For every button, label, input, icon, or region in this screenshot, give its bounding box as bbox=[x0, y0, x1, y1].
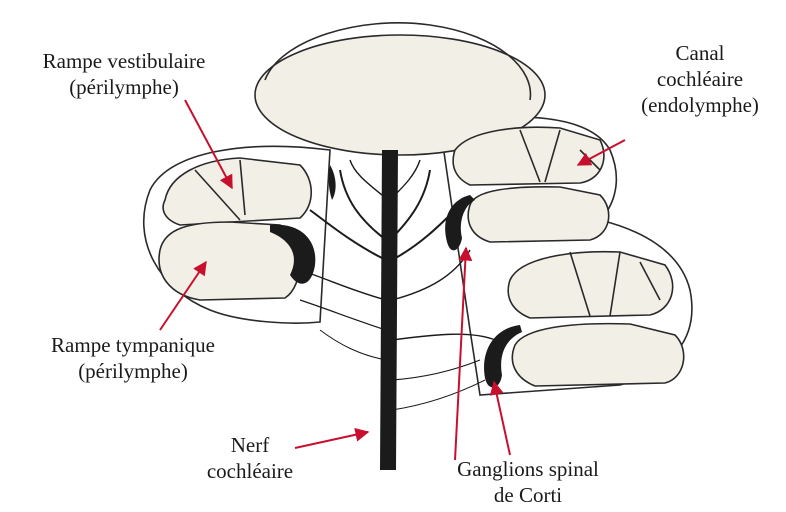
nerve-trunk bbox=[388, 150, 390, 470]
label-ganglions-line1: Ganglions spinal bbox=[428, 456, 628, 482]
label-rampe-vestibulaire-line1: Rampe vestibulaire bbox=[4, 48, 244, 74]
label-rampe-tympanique-line2: (périlymphe) bbox=[8, 358, 258, 384]
right-lower-scala-tympani bbox=[512, 324, 683, 386]
left-scala-vestibuli bbox=[163, 158, 311, 225]
label-rampe-tympanique: Rampe tympanique (périlymphe) bbox=[8, 332, 258, 384]
right-scala-tympani bbox=[468, 187, 609, 242]
label-ganglions-line2: de Corti bbox=[428, 482, 628, 508]
label-nerf-cochleaire: Nerf cochléaire bbox=[190, 432, 310, 484]
label-canal-cochleaire: Canal cochléaire (endolymphe) bbox=[620, 40, 780, 118]
label-nerf-cochleaire-line2: cochléaire bbox=[190, 458, 310, 484]
label-nerf-cochleaire-line1: Nerf bbox=[190, 432, 310, 458]
arrow-ganglion-upper bbox=[455, 248, 466, 460]
right-scala-vestibuli bbox=[453, 127, 604, 185]
right-lower-scala-vestibuli bbox=[508, 252, 672, 318]
label-canal-cochleaire-line2: cochléaire bbox=[620, 66, 780, 92]
label-rampe-vestibulaire: Rampe vestibulaire (périlymphe) bbox=[4, 48, 244, 100]
label-ganglions: Ganglions spinal de Corti bbox=[428, 456, 628, 508]
label-rampe-vestibulaire-line2: (périlymphe) bbox=[4, 74, 244, 100]
label-canal-cochleaire-line1: Canal bbox=[620, 40, 780, 66]
label-rampe-tympanique-line1: Rampe tympanique bbox=[8, 332, 258, 358]
label-canal-cochleaire-line3: (endolymphe) bbox=[620, 92, 780, 118]
